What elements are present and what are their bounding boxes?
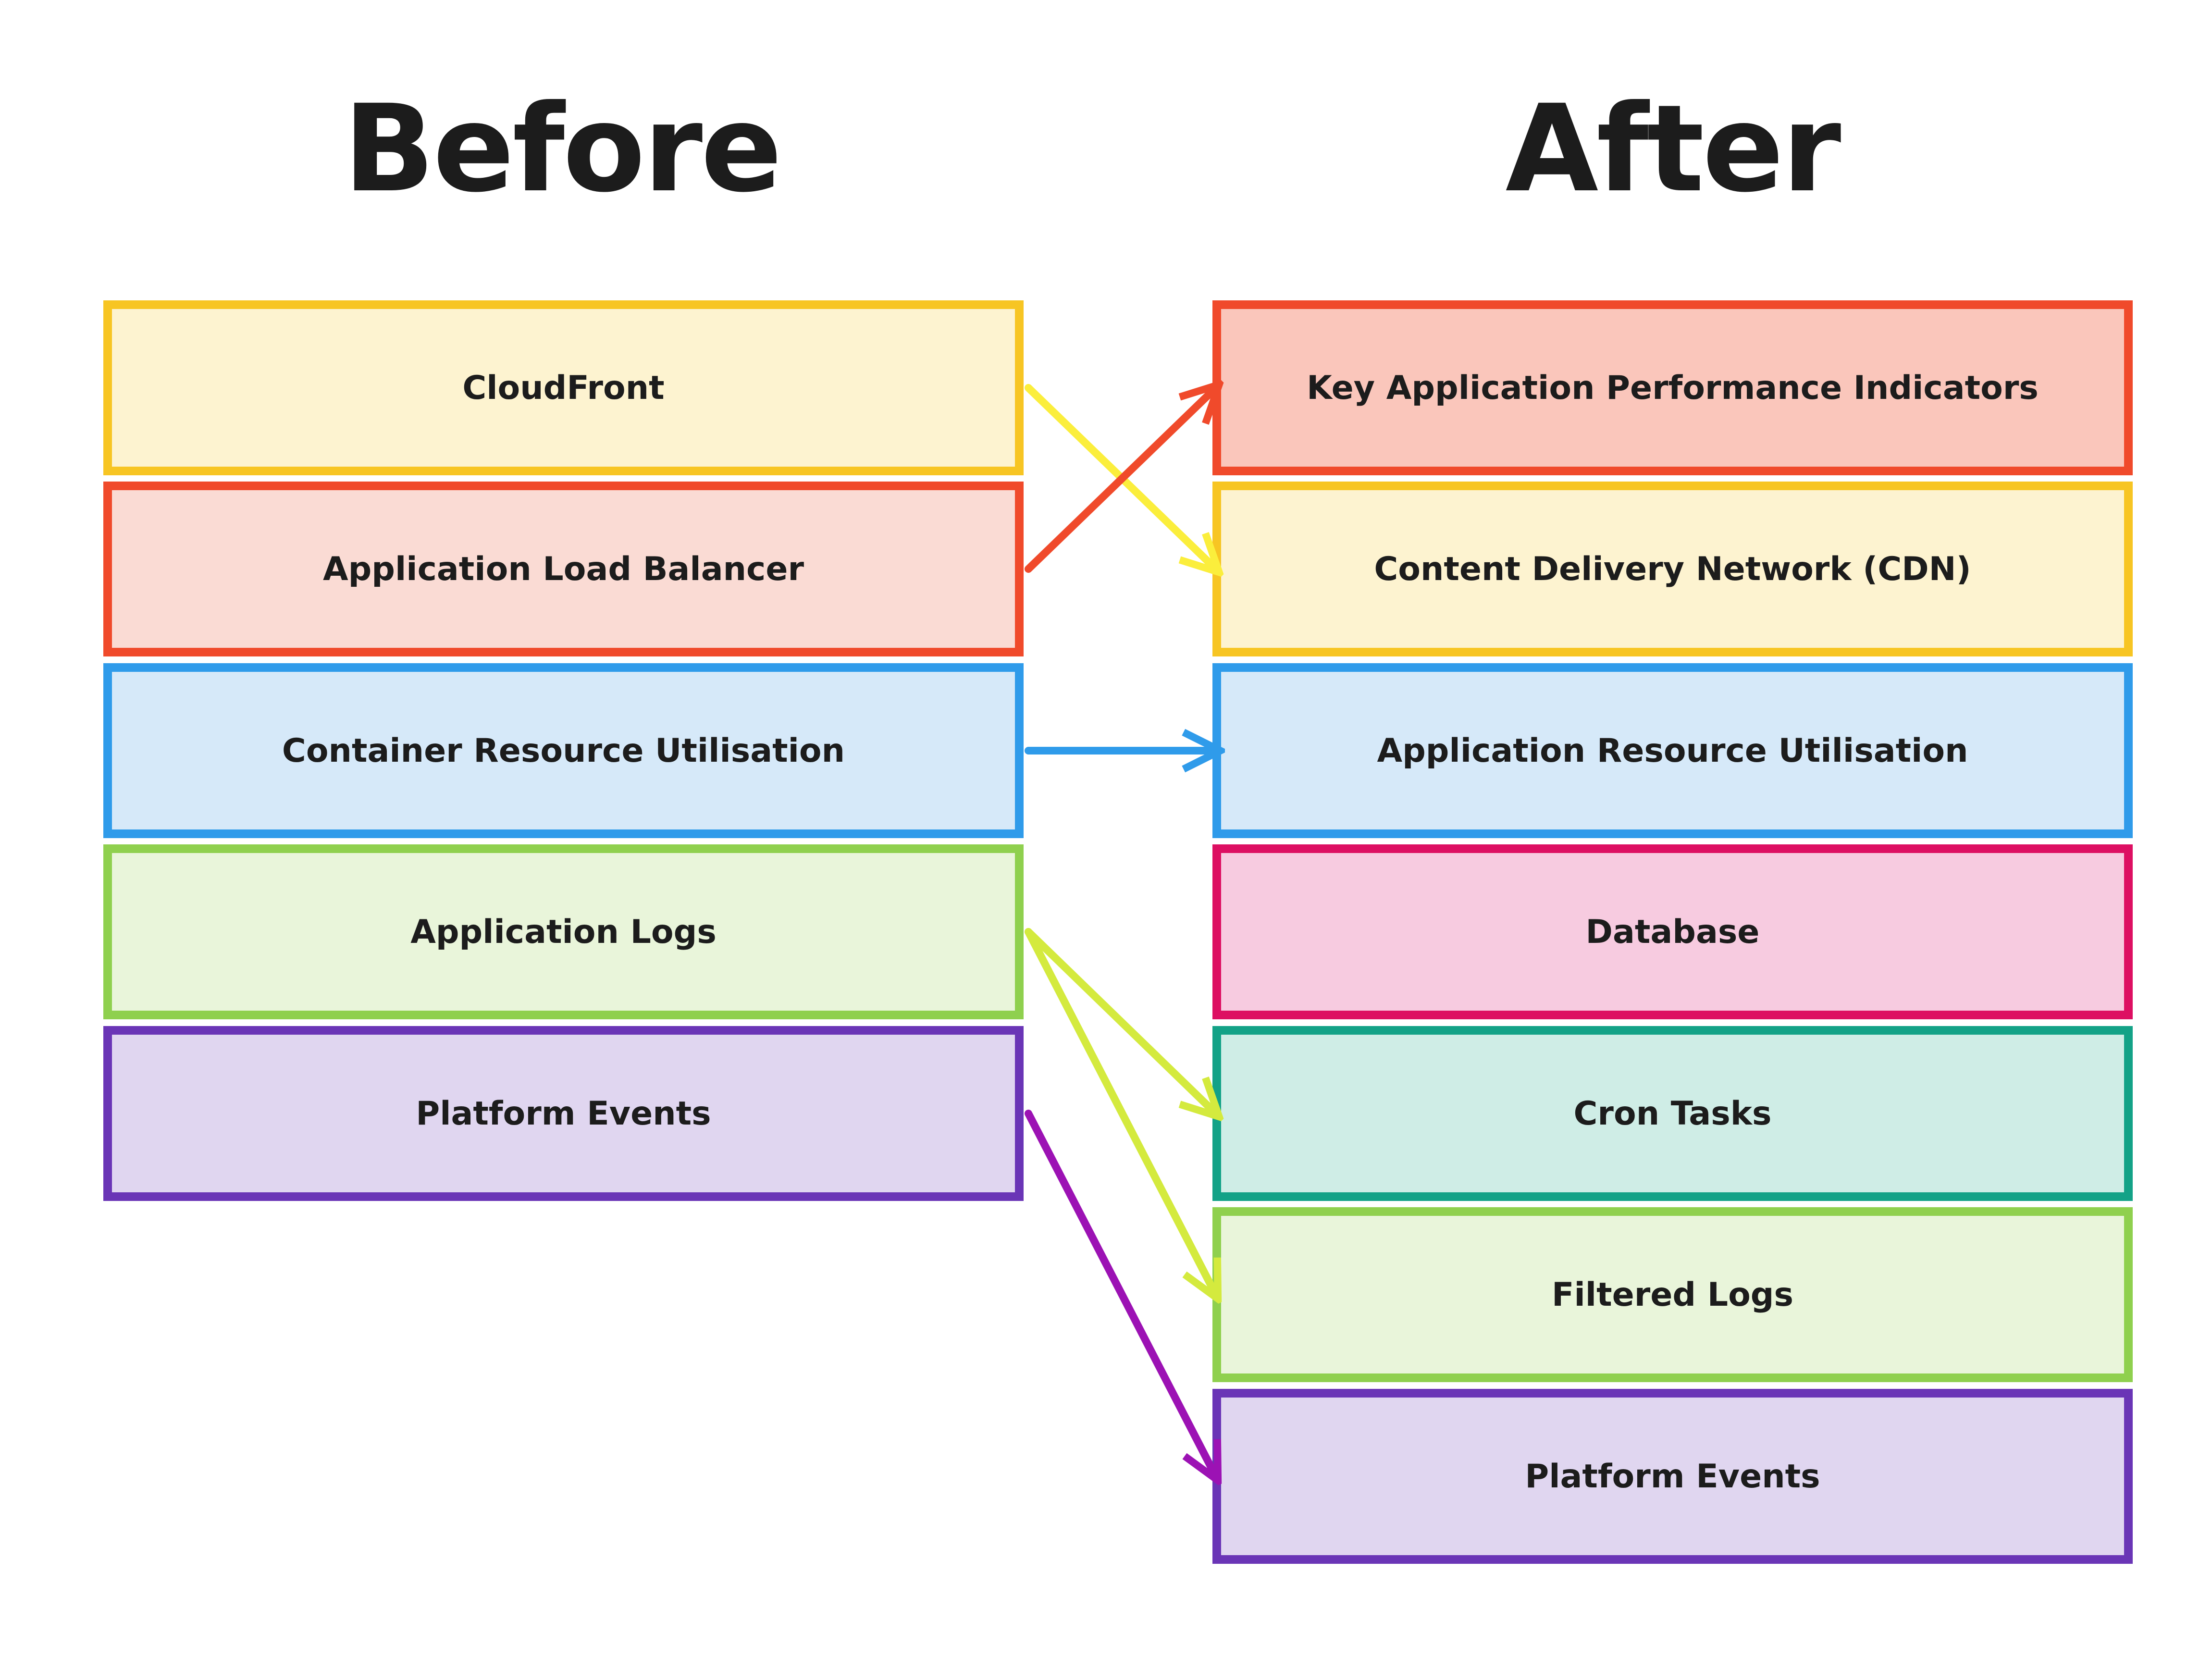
after-box-label: Database <box>1585 913 1760 951</box>
after-heading: After <box>1505 79 1841 219</box>
arrow-0 <box>1025 384 1216 569</box>
before-box-label: Application Logs <box>410 913 717 951</box>
after-box-label: Application Resource Utilisation <box>1377 731 1968 770</box>
arrow-1 <box>1025 388 1216 573</box>
after-box-label: Platform Events <box>1525 1457 1820 1496</box>
before-box-application-logs: Application Logs <box>103 844 1024 1019</box>
before-box-container-resource-utilisation: Container Resource Utilisation <box>103 663 1024 838</box>
after-box-filtered-logs: Filtered Logs <box>1212 1207 2133 1382</box>
after-box-label: Filtered Logs <box>1552 1275 1793 1314</box>
after-box-content-delivery-network: Content Delivery Network (CDN) <box>1212 482 2133 656</box>
before-box-platform-events: Platform Events <box>103 1026 1024 1201</box>
before-box-label: Platform Events <box>416 1094 711 1133</box>
arrow-4 <box>1025 928 1216 1295</box>
after-box-application-resource-utilisation: Application Resource Utilisation <box>1212 663 2133 838</box>
after-box-label: Key Application Performance Indicators <box>1307 369 2039 407</box>
arrow-3 <box>1025 928 1216 1113</box>
after-box-platform-events: Platform Events <box>1212 1389 2133 1564</box>
before-box-label: Application Load Balancer <box>323 550 804 588</box>
before-heading: Before <box>343 79 782 219</box>
after-box-database: Database <box>1212 844 2133 1019</box>
after-box-label: Content Delivery Network (CDN) <box>1374 550 1971 588</box>
before-box-cloudfront: CloudFront <box>103 300 1024 475</box>
before-box-label: Container Resource Utilisation <box>282 731 845 770</box>
before-box-label: CloudFront <box>462 369 665 407</box>
after-box-key-application-performance-indicators: Key Application Performance Indicators <box>1212 300 2133 475</box>
after-box-label: Cron Tasks <box>1573 1094 1772 1133</box>
after-box-cron-tasks: Cron Tasks <box>1212 1026 2133 1201</box>
before-box-application-load-balancer: Application Load Balancer <box>103 482 1024 656</box>
arrow-5 <box>1025 1110 1216 1476</box>
